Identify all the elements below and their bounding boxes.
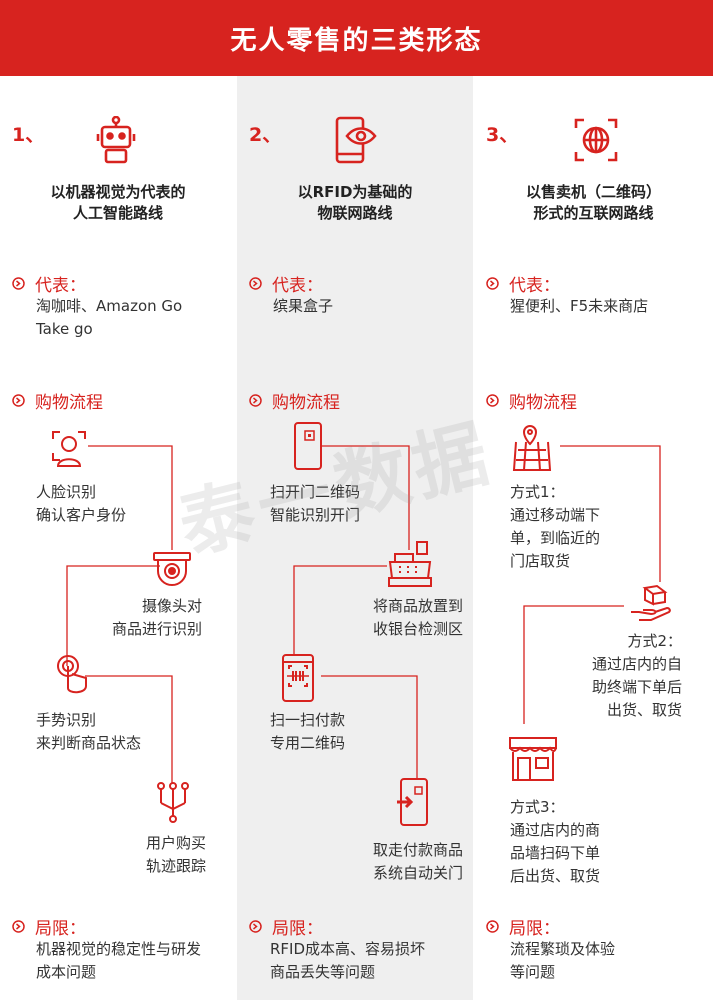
column-number: 2、	[249, 124, 282, 146]
step-text: 方式3： 通过店内的商 品墙扫码下单 后出货、取货	[510, 798, 601, 885]
column-title-line1: 以RFID为基础的	[297, 183, 413, 201]
step-text: 手势识别 来判断商品状态	[36, 711, 142, 752]
limit-label: 局限：	[509, 919, 560, 939]
column-number: 1、	[12, 124, 45, 146]
representative-label: 代表：	[272, 276, 323, 296]
column-title-line2: 物联网路线	[317, 204, 393, 222]
column-title-line2: 形式的互联网路线	[533, 204, 654, 222]
step-text: 取走付款商品 系统自动关门	[372, 841, 463, 882]
hand-box-icon	[629, 584, 673, 628]
limit-label: 局限：	[35, 919, 86, 939]
limit-text: RFID成本高、容易损坏 商品丢失等问题	[270, 940, 426, 981]
robot-icon	[94, 115, 138, 168]
flow-heading: 购物流程	[486, 388, 577, 413]
scan-phone-icon	[281, 653, 315, 707]
step-text: 用户购买 轨迹跟踪	[145, 834, 206, 875]
step-text: 方式2： 通过店内的自 助终端下单后 出货、取货	[591, 632, 682, 719]
representative-text: 淘咖啡、Amazon Go Take go	[36, 297, 183, 338]
bullet-icon	[249, 920, 262, 933]
bullet-icon	[486, 920, 499, 933]
limit-heading: 局限：	[12, 914, 86, 939]
store-icon	[508, 734, 558, 786]
cash-register-icon	[387, 540, 433, 592]
flow-heading: 购物流程	[249, 388, 340, 413]
flow-heading: 购物流程	[12, 388, 103, 413]
limit-label: 局限：	[272, 919, 323, 939]
step-text: 扫一扫付款 专用二维码	[270, 711, 346, 752]
header-banner: 无人零售的三类形态	[0, 0, 713, 76]
step-text: 摄像头对 商品进行识别	[111, 597, 202, 638]
column-rfid-iot: 2、 以RFID为基础的 物联网路线 代表： 缤果盒子 购物流程	[237, 76, 473, 1000]
step-text: 扫开门二维码 智能识别开门	[270, 483, 361, 524]
gesture-icon	[54, 654, 90, 704]
column-vending-internet: 3、 以售卖机（二维码） 形式的互联网路线 代表： 猩便利、F5未来商店 购物流…	[474, 76, 713, 1000]
bullet-icon	[12, 277, 25, 290]
face-recognition-icon	[50, 429, 88, 473]
camera-icon	[152, 549, 192, 593]
representative-text: 缤果盒子	[273, 297, 334, 315]
qr-globe-icon	[574, 116, 618, 168]
representative-heading: 代表：	[249, 271, 323, 296]
step-text: 人脸识别 确认客户身份	[36, 483, 127, 524]
page-title: 无人零售的三类形态	[230, 25, 483, 56]
column-title-line1: 以机器视觉为代表的	[50, 183, 186, 201]
representative-label: 代表：	[509, 276, 560, 296]
representative-text: 猩便利、F5未来商店	[510, 297, 649, 315]
qr-door-icon	[293, 421, 323, 475]
limit-heading: 局限：	[249, 914, 323, 939]
limit-heading: 局限：	[486, 914, 560, 939]
bullet-icon	[12, 394, 25, 407]
column-ai-vision: 1、 以机器视觉为代表的 人工智能路线 代表： 淘咖啡、Amazon Go Ta…	[0, 76, 236, 1000]
map-pin-icon	[510, 424, 554, 476]
bullet-icon	[486, 277, 499, 290]
limit-text: 机器视觉的稳定性与研发 成本问题	[36, 940, 202, 981]
bullet-icon	[249, 277, 262, 290]
flow-label: 购物流程	[35, 393, 103, 413]
phone-eye-icon	[333, 116, 377, 168]
bullet-icon	[249, 394, 262, 407]
column-title-line1: 以售卖机（二维码）	[525, 183, 661, 201]
exit-door-icon	[397, 777, 429, 831]
flow-label: 购物流程	[509, 393, 577, 413]
track-icon	[155, 781, 191, 827]
representative-heading: 代表：	[12, 271, 86, 296]
limit-text: 流程繁琐及体验 等问题	[510, 940, 616, 981]
bullet-icon	[486, 394, 499, 407]
representative-label: 代表：	[35, 276, 86, 296]
representative-heading: 代表：	[486, 271, 560, 296]
column-number: 3、	[486, 124, 519, 146]
column-title-line2: 人工智能路线	[72, 204, 163, 222]
bullet-icon	[12, 920, 25, 933]
step-text: 将商品放置到 收银台检测区	[372, 597, 463, 638]
flow-label: 购物流程	[272, 393, 340, 413]
step-text: 方式1： 通过移动端下 单，到临近的 门店取货	[510, 483, 601, 570]
